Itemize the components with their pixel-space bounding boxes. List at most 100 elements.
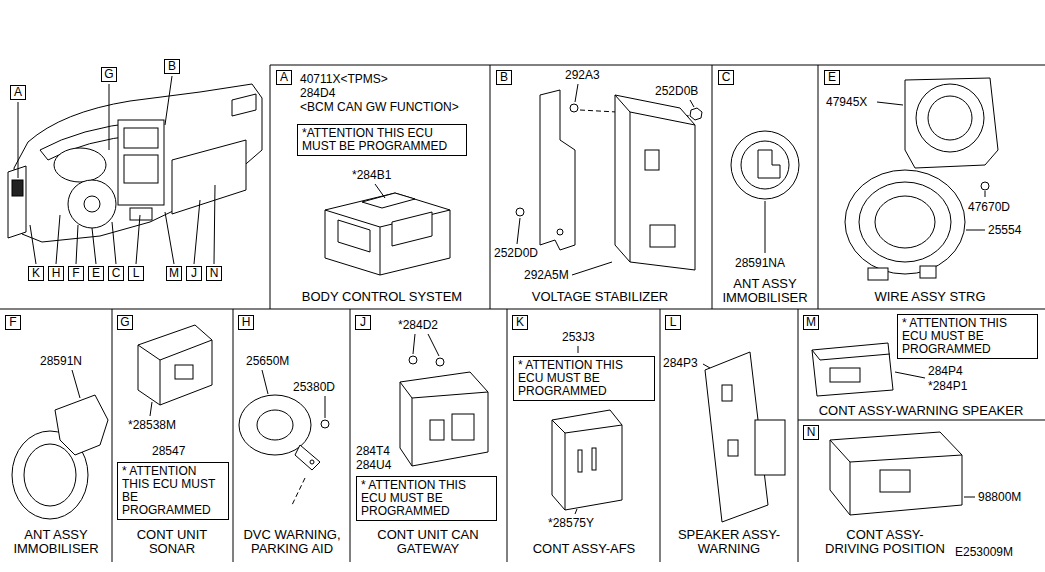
warning-speaker bbox=[703, 364, 710, 368]
part-number: 98800M bbox=[978, 490, 1021, 504]
part-number: 284D4 bbox=[300, 86, 335, 100]
section-letter-text: G bbox=[103, 68, 115, 81]
section-letter-text: H bbox=[240, 316, 252, 329]
gateway-unit bbox=[452, 414, 474, 440]
section-letter: N bbox=[206, 266, 222, 281]
parts-panel: CONT UNIT SONARG* ATTENTION THIS ECU MUS… bbox=[112, 309, 233, 562]
section-letter: A bbox=[276, 70, 292, 85]
dashboard-illustration bbox=[14, 84, 262, 242]
section-letter-text: N bbox=[805, 426, 817, 439]
voltage-stabilizer bbox=[540, 90, 575, 250]
driving-position-unit bbox=[830, 440, 962, 515]
panel-caption: VOLTAGE STABILIZER bbox=[495, 290, 705, 304]
section-letter: E bbox=[88, 266, 104, 281]
part-number: 25554 bbox=[988, 223, 1021, 237]
afs-unit bbox=[552, 410, 622, 510]
bcm-unit bbox=[325, 193, 450, 275]
section-letter: N bbox=[803, 425, 819, 440]
voltage-stabilizer bbox=[645, 150, 659, 170]
section-letter-text: J bbox=[188, 267, 200, 280]
voltage-stabilizer bbox=[615, 95, 695, 270]
attention-text: * ATTENTION THIS ECU MUST BE PROGRAMMED bbox=[122, 465, 224, 517]
part-number: 28547 bbox=[152, 444, 185, 458]
warning-speaker bbox=[755, 420, 785, 475]
warning-buzzer bbox=[310, 460, 314, 464]
warning-speaker bbox=[703, 352, 785, 522]
steering-wire-assembly bbox=[868, 268, 888, 280]
sonar-unit bbox=[138, 340, 212, 405]
steering-wire-assembly bbox=[845, 170, 965, 274]
bcm-unit bbox=[325, 184, 450, 275]
driving-position-unit bbox=[830, 432, 975, 515]
steering-wire-assembly bbox=[875, 196, 935, 248]
parts-panel: ANT ASSY IMMOBILISERC bbox=[712, 65, 818, 309]
voltage-stabilizer bbox=[517, 84, 694, 275]
section-letter: L bbox=[665, 315, 681, 330]
panel-caption: WIRE ASSY STRG bbox=[823, 290, 1038, 304]
immobiliser-antenna bbox=[731, 131, 799, 253]
attention-text: * ATTENTION THIS ECU MUST BE PROGRAMMED bbox=[902, 317, 1033, 356]
driving-position-unit bbox=[880, 470, 910, 492]
section-letter: J bbox=[186, 266, 202, 281]
dashboard-illustration bbox=[54, 148, 106, 182]
bcm-unit bbox=[375, 184, 385, 198]
steering-wire-assembly bbox=[905, 78, 998, 168]
section-letter: E bbox=[824, 70, 840, 85]
part-number: 284T4 bbox=[356, 444, 390, 458]
panel-caption: ANT ASSY IMMOBILISER bbox=[4, 528, 108, 556]
part-number: 284U4 bbox=[356, 458, 391, 472]
panel-caption: DVC WARNING, PARKING AID bbox=[236, 528, 348, 556]
steering-wire-assembly bbox=[845, 78, 998, 280]
section-letter: C bbox=[718, 70, 734, 85]
driving-position-unit bbox=[830, 432, 962, 515]
afs-unit bbox=[552, 420, 622, 510]
section-letter: G bbox=[117, 315, 133, 330]
warning-speaker bbox=[728, 440, 738, 456]
part-number: 284P4 bbox=[928, 364, 963, 378]
section-letter-text: J bbox=[357, 316, 369, 329]
parts-panel: SPEAKER ASSY- WARNINGL bbox=[660, 309, 798, 562]
section-letter-text: M bbox=[805, 316, 817, 329]
warning-buzzer bbox=[257, 410, 293, 440]
sonar-unit bbox=[175, 365, 193, 379]
voltage-stabilizer bbox=[690, 108, 702, 120]
immobiliser-antenna bbox=[741, 141, 789, 189]
warning-speaker-unit bbox=[812, 350, 890, 360]
immobiliser-antenna bbox=[758, 150, 780, 178]
attention-text: *ATTENTION THIS ECU MUST BE PROGRAMMED bbox=[302, 127, 462, 153]
gateway-unit bbox=[400, 372, 488, 466]
dashboard-illustration bbox=[8, 84, 262, 242]
section-letter: F bbox=[68, 266, 84, 281]
panel-caption: BODY CONTROL SYSTEM bbox=[277, 290, 487, 304]
part-number: *284D2 bbox=[398, 318, 438, 332]
part-number: 47945X bbox=[826, 95, 867, 109]
part-number: 25650M bbox=[246, 354, 289, 368]
warning-buzzer bbox=[292, 478, 305, 505]
immobiliser-antenna bbox=[55, 395, 108, 455]
section-letter-text: N bbox=[208, 267, 220, 280]
sonar-unit bbox=[138, 325, 212, 416]
parts-panel: DVC WARNING, PARKING AID H bbox=[233, 309, 350, 562]
steering-wire-assembly bbox=[981, 182, 989, 190]
part-number: 28591N bbox=[40, 354, 82, 368]
section-letter-text: C bbox=[110, 267, 122, 280]
part-number: 253J3 bbox=[562, 330, 595, 344]
section-letter: J bbox=[355, 315, 371, 330]
warning-speaker-unit bbox=[895, 372, 925, 378]
section-letter-text: K bbox=[514, 316, 526, 329]
dashboard-illustration bbox=[84, 196, 100, 212]
bcm-unit bbox=[325, 210, 450, 275]
attention-text: * ATTENTION THIS ECU MUST BE PROGRAMMED bbox=[361, 479, 492, 518]
section-letter: H bbox=[48, 266, 64, 281]
panel-caption: CONT ASSY-WARNING SPEAKER bbox=[801, 404, 1041, 418]
steering-wire-assembly bbox=[928, 96, 972, 140]
section-letter: M bbox=[166, 266, 182, 281]
parts-panel: ANT ASSY IMMOBILISER F bbox=[0, 309, 112, 562]
panel-grid bbox=[0, 65, 1045, 562]
sonar-unit bbox=[138, 325, 212, 405]
dashboard-illustration bbox=[8, 166, 26, 238]
warning-speaker-unit bbox=[830, 368, 860, 382]
section-letter-text: L bbox=[667, 316, 679, 329]
section-letter-text: F bbox=[7, 316, 19, 329]
attention-note: * ATTENTION THIS ECU MUST BE PROGRAMMED bbox=[356, 476, 497, 521]
